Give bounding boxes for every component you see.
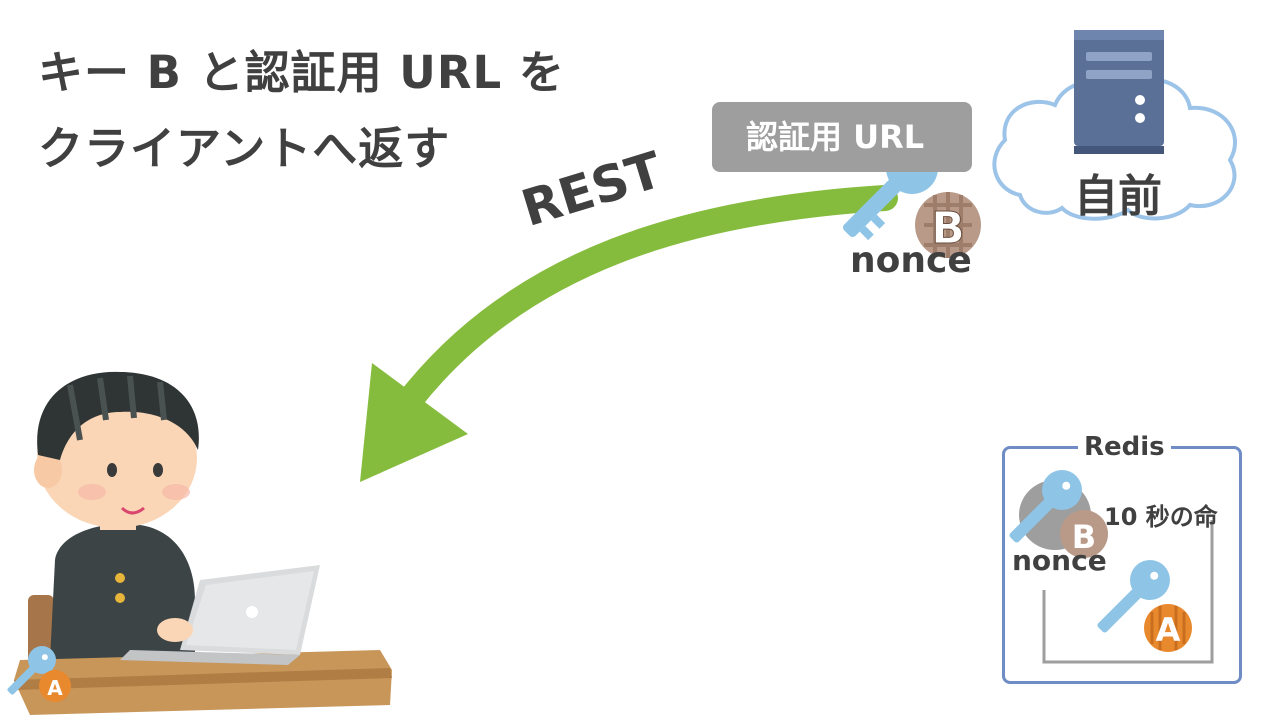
title-line-1: キー B と認証用 URL を — [38, 46, 565, 99]
key-b-letter: B — [931, 203, 965, 254]
server-icon — [1074, 30, 1164, 154]
redis-key-b-icon — [1009, 470, 1108, 558]
title-line-2: クライアントへ返す — [38, 122, 451, 175]
user-illustration — [14, 371, 392, 715]
redis-key-a-letter: A — [1156, 611, 1181, 649]
server-cloud-label: 自前 — [1074, 171, 1162, 222]
redis-ttl-label: 10 秒の命 — [1104, 503, 1218, 531]
redis-nonce-label: nonce — [1012, 544, 1107, 577]
nonce-label: nonce — [850, 240, 972, 281]
key-a-desk-icon — [7, 646, 71, 702]
key-a-desk-letter: A — [47, 676, 63, 700]
redis-key-a-icon — [1097, 560, 1192, 652]
redis-title: Redis — [1078, 432, 1171, 462]
auth-url-badge: 認証用 URL — [712, 102, 972, 172]
rest-arrow — [360, 185, 898, 482]
redis-bracket — [1042, 520, 1214, 664]
redis-key-b-letter: B — [1072, 518, 1096, 556]
